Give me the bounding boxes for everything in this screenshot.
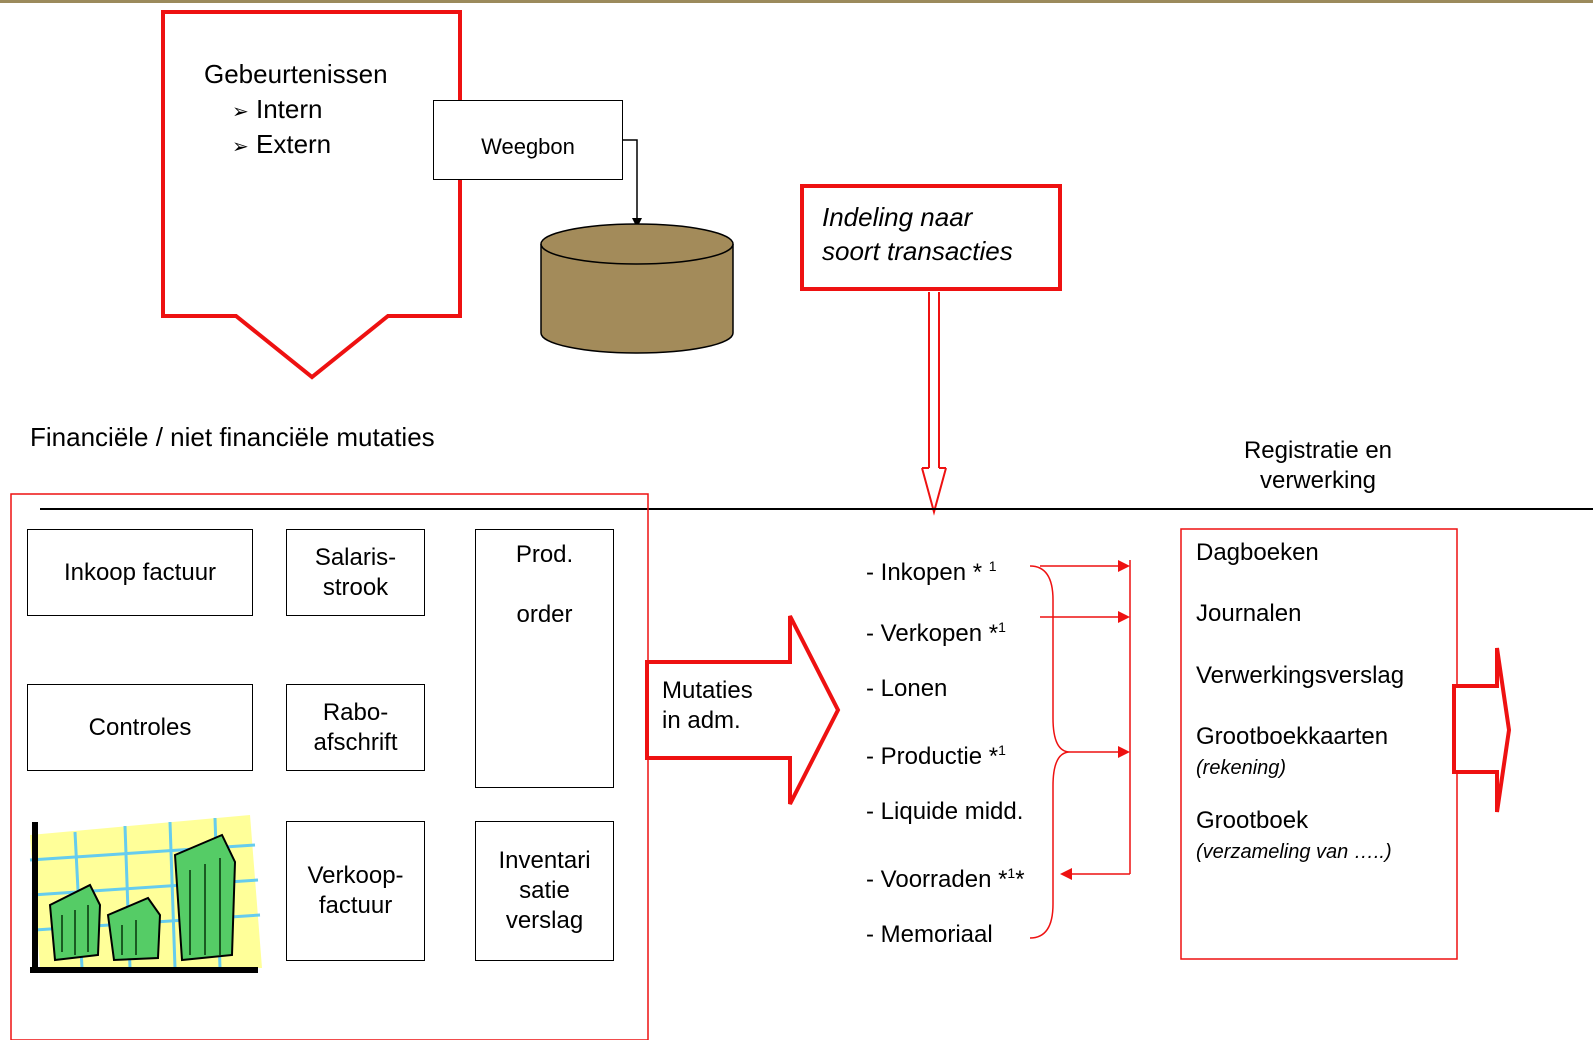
- events-title: Gebeurtenissen: [204, 59, 388, 89]
- category-liquide-midd: - Liquide midd.: [866, 797, 1023, 827]
- documents-container: [10, 493, 649, 1040]
- book-journalen: Journalen: [1196, 600, 1302, 627]
- registratie-line1: Registratie en: [1243, 437, 1393, 464]
- registratie-label: Registratie en verwerking: [1218, 436, 1418, 496]
- book-dagboeken: Dagboeken: [1196, 539, 1319, 566]
- event-item-label: Extern: [256, 129, 332, 159]
- event-item-label: Intern: [256, 94, 323, 124]
- book-verzameling-note: (verzameling van …..): [1196, 841, 1392, 863]
- indeling-line1: Indeling naar: [822, 202, 973, 232]
- output-arrow: [1452, 647, 1512, 813]
- category-verkopen: - Verkopen *1: [866, 612, 1006, 649]
- brace-arrowheads: [1060, 560, 1130, 880]
- events-arrow: [161, 10, 462, 380]
- category-label: - Verkopen *: [866, 620, 999, 647]
- category-sup: 1: [998, 619, 1006, 635]
- indeling-line2: soort transacties: [822, 236, 1013, 266]
- book-verwerkingsverslag: Verwerkingsverslag: [1196, 662, 1405, 689]
- book-rekening-note: (rekening): [1196, 757, 1287, 779]
- registratie-line2: verwerking: [1259, 467, 1377, 494]
- category-label: - Lonen: [866, 675, 948, 702]
- mutaties-arrow-line1: Mutaties: [662, 677, 753, 704]
- mutaties-arrow: [645, 615, 841, 805]
- bullet-icon: ➢: [232, 134, 249, 158]
- doc-verkoopfactuur: Verkoop- factuur: [286, 821, 425, 961]
- weegbon-arrowhead: [632, 218, 642, 228]
- category-lonen: - Lonen: [866, 674, 947, 704]
- category-label: - Inkopen *: [866, 559, 989, 586]
- category-label: - Liquide midd.: [866, 798, 1024, 825]
- weegbon-connector: [623, 139, 638, 222]
- doc-rabo-afschrift: Rabo- afschrift: [286, 684, 425, 771]
- weegbon-box: Weegbon: [433, 100, 623, 180]
- category-label: - Voorraden *: [866, 866, 1008, 893]
- category-sup: 1: [998, 742, 1006, 758]
- money-chart-clipart: [29, 815, 262, 973]
- weegbon-label: Weegbon: [481, 134, 575, 159]
- top-border: [0, 0, 1593, 3]
- book-grootboek: Grootboek: [1196, 807, 1309, 834]
- indeling-box: Indeling naar soort transacties: [800, 184, 1062, 291]
- category-productie: - Productie *1: [866, 735, 1006, 772]
- book-grootboekkaarten: Grootboekkaarten: [1196, 723, 1389, 750]
- doc-controles: Controles: [27, 684, 253, 771]
- category-braces: [1029, 560, 1131, 939]
- doc-inkoop-factuur: Inkoop factuur: [27, 529, 253, 616]
- category-voorraden: - Voorraden *1*: [866, 858, 1025, 895]
- category-sup: 1: [1007, 865, 1016, 881]
- event-item-extern: ➢ Extern: [232, 127, 331, 163]
- event-item-intern: ➢ Intern: [232, 92, 323, 128]
- category-sup: 1: [988, 558, 997, 574]
- mutaties-heading: Financiële / niet financiële mutaties: [30, 422, 435, 452]
- category-memoriaal: - Memoriaal: [866, 920, 993, 950]
- database-icon: [540, 223, 734, 354]
- category-label: - Productie *: [866, 743, 999, 770]
- category-suffix: *: [1015, 866, 1025, 893]
- category-label: - Memoriaal: [866, 921, 993, 948]
- doc-prod-order: Prod. order: [475, 529, 614, 788]
- mutaties-arrow-line2: in adm.: [662, 707, 741, 734]
- bullet-icon: ➢: [232, 99, 249, 123]
- mutaties-arrow-label: Mutaties in adm.: [662, 676, 753, 736]
- indeling-arrow: [921, 292, 947, 516]
- doc-inventarisatie-verslag: Inventari satie verslag: [475, 821, 614, 961]
- category-inkopen: - Inkopen * 1: [866, 551, 997, 588]
- doc-salarisstrook: Salaris- strook: [286, 529, 425, 616]
